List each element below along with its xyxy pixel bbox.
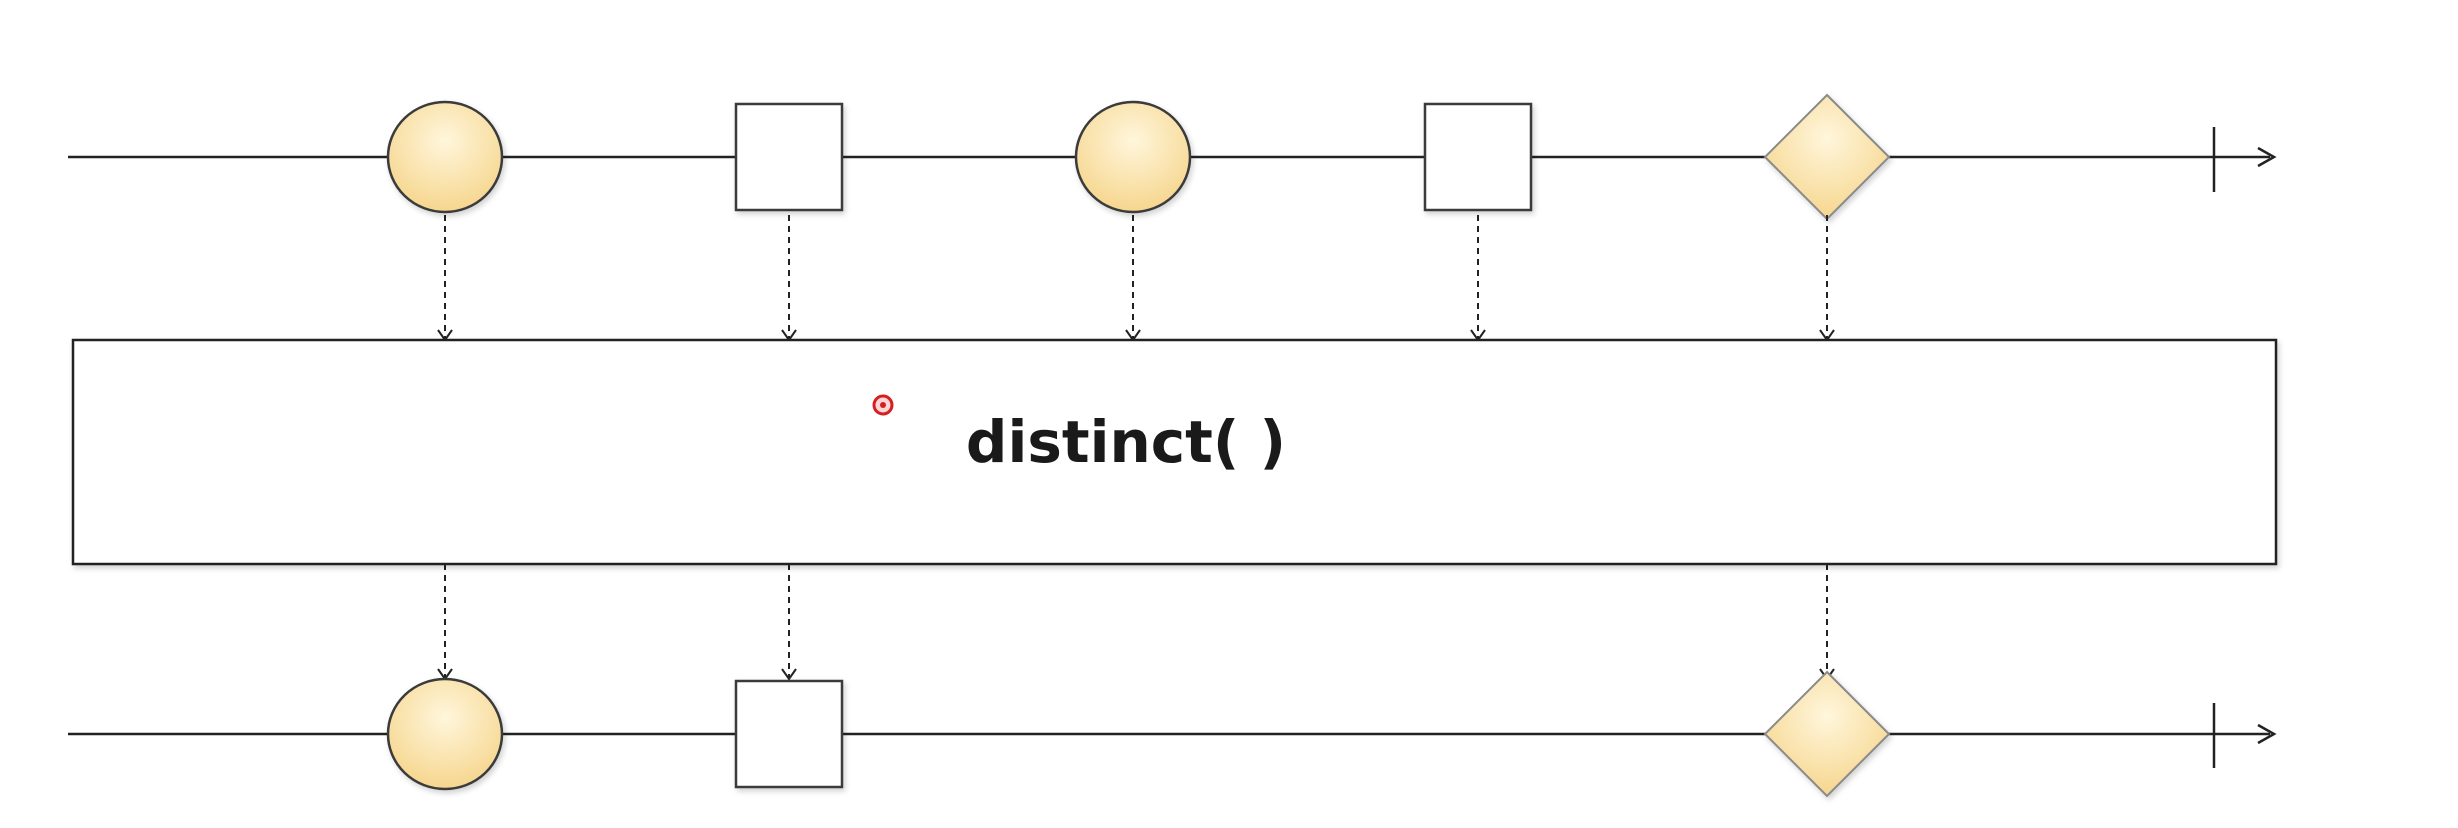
input-circle-marble <box>386 100 504 214</box>
input-circle-marble <box>1074 100 1192 214</box>
input-connector <box>1470 215 1486 342</box>
input-items <box>386 93 1891 221</box>
operator-box: distinct( ) <box>71 338 2278 566</box>
input-diamond-marble <box>1763 93 1891 221</box>
output-connector <box>1819 564 1835 681</box>
output-diamond-marble <box>1763 670 1891 798</box>
output-timeline-arrowhead <box>2257 723 2277 745</box>
input-to-operator-connectors <box>437 215 1835 342</box>
output-connector <box>437 564 453 681</box>
output-stream <box>68 670 2277 798</box>
operator-label: distinct( ) <box>966 408 1286 476</box>
input-square-marble <box>734 102 844 212</box>
input-connector <box>781 215 797 342</box>
output-circle-marble <box>386 677 504 791</box>
input-timeline-arrowhead <box>2257 146 2277 168</box>
output-square-marble <box>734 679 844 789</box>
operator-to-output-connectors <box>437 564 1835 681</box>
cursor-pointer-icon <box>872 394 894 416</box>
output-connector <box>781 564 797 681</box>
input-connector <box>1125 215 1141 342</box>
output-items <box>386 670 1891 798</box>
input-square-marble <box>1423 102 1533 212</box>
operator-box-rect <box>71 338 2278 566</box>
input-connector <box>1819 215 1835 342</box>
input-connector <box>437 215 453 342</box>
input-stream <box>68 93 2277 221</box>
